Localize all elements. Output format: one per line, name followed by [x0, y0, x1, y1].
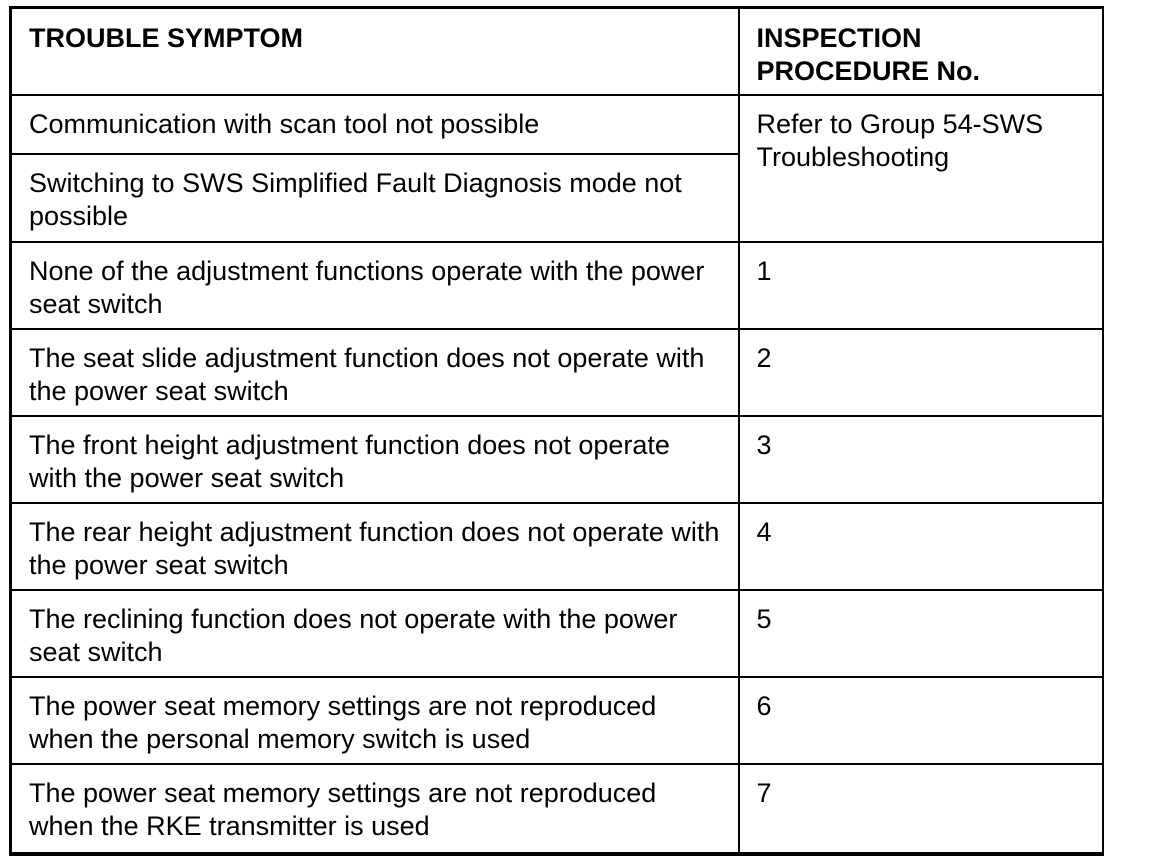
procedure-cell: 7 — [737, 763, 1104, 855]
procedure-cell: 1 — [737, 241, 1104, 330]
procedure-cell: 2 — [737, 328, 1104, 417]
symptom-cell: The front height adjustment function doe… — [9, 415, 740, 504]
table-row: Switching to SWS Simplified Fault Diagno… — [9, 153, 1103, 243]
header-row: TROUBLE SYMPTOM INSPECTION PROCEDURE No. — [9, 6, 1104, 96]
column-header-inspection-procedure-no: INSPECTION PROCEDURE No. — [737, 6, 1104, 96]
symptom-cell: Switching to SWS Simplified Fault Diagno… — [9, 153, 740, 243]
table-row: The reclining function does not operate … — [9, 589, 1104, 678]
procedure-cell: 6 — [737, 676, 1104, 765]
table-row: The rear height adjustment function does… — [9, 502, 1104, 591]
table-row: None of the adjustment functions operate… — [9, 241, 1104, 330]
table-row: Communication with scan tool not possibl… — [9, 94, 1104, 243]
symptom-cell: The seat slide adjustment function does … — [9, 328, 740, 417]
symptom-cell: The power seat memory settings are not r… — [9, 763, 740, 855]
procedure-cell: 3 — [737, 415, 1104, 504]
column-header-trouble-symptom: TROUBLE SYMPTOM — [9, 6, 740, 96]
table-row: The seat slide adjustment function does … — [9, 328, 1104, 417]
procedure-cell: 5 — [737, 589, 1104, 678]
symptom-cell: Communication with scan tool not possibl… — [9, 94, 740, 155]
procedure-cell: Refer to Group 54-SWS Troubleshooting — [737, 94, 1104, 243]
table-row: The power seat memory settings are not r… — [9, 676, 1104, 765]
symptom-cell: None of the adjustment functions operate… — [9, 241, 740, 330]
symptom-cell: The rear height adjustment function does… — [9, 502, 740, 591]
table-row: The power seat memory settings are not r… — [9, 763, 1104, 855]
table-row: The front height adjustment function doe… — [9, 415, 1104, 504]
symptom-cell: The power seat memory settings are not r… — [9, 676, 740, 765]
symptom-cell: The reclining function does not operate … — [9, 589, 740, 678]
procedure-cell: 4 — [737, 502, 1104, 591]
trouble-symptom-table: TROUBLE SYMPTOM INSPECTION PROCEDURE No.… — [9, 6, 1104, 856]
